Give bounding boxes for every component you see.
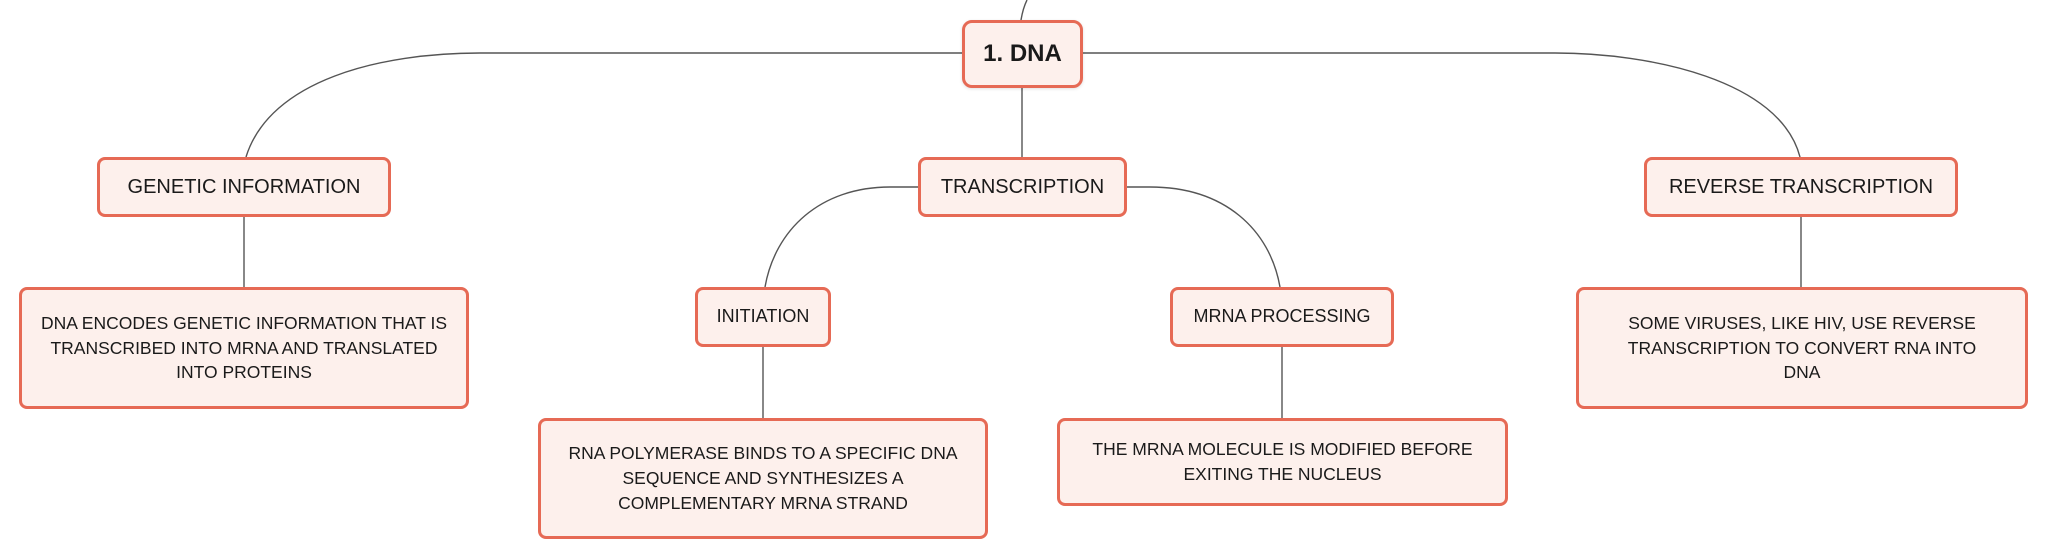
- node-initiation-detail-text: RNA POLYMERASE BINDS TO A SPECIFIC DNA S…: [568, 443, 958, 513]
- node-reverse-transcription-detail[interactable]: SOME VIRUSES, LIKE HIV, USE REVERSE TRAN…: [1576, 287, 2028, 409]
- node-genetic-information-detail-text: DNA ENCODES GENETIC INFORMATION THAT IS …: [40, 312, 448, 383]
- root-node-dna[interactable]: 1. DNA: [962, 20, 1083, 88]
- node-reverse-transcription-label: REVERSE TRANSCRIPTION: [1668, 175, 1934, 198]
- node-mrna-processing-detail[interactable]: THE MRNA MOLECULE IS MODIFIED BEFORE EXI…: [1057, 418, 1508, 506]
- node-reverse-transcription-detail-text: SOME VIRUSES, LIKE HIV, USE REVERSE TRAN…: [1627, 312, 1977, 383]
- connector-dna-reverse-transcription: [1082, 52, 1801, 158]
- connector-dna-genetic-information: [245, 52, 962, 158]
- node-transcription[interactable]: TRANSCRIPTION: [918, 157, 1127, 217]
- node-genetic-information[interactable]: GENETIC INFORMATION: [97, 157, 391, 217]
- node-mrna-processing[interactable]: MRNA PROCESSING: [1170, 287, 1394, 347]
- connector-transcription-initiation: [764, 186, 918, 288]
- node-mrna-processing-label: MRNA PROCESSING: [1193, 306, 1371, 327]
- node-reverse-transcription[interactable]: REVERSE TRANSCRIPTION: [1644, 157, 1958, 217]
- node-transcription-label: TRANSCRIPTION: [940, 175, 1105, 198]
- node-initiation-detail[interactable]: RNA POLYMERASE BINDS TO A SPECIFIC DNA S…: [538, 418, 988, 539]
- node-initiation-label: INITIATION: [716, 306, 810, 327]
- node-initiation[interactable]: INITIATION: [695, 287, 831, 347]
- node-genetic-information-label: GENETIC INFORMATION: [127, 175, 361, 198]
- node-genetic-information-detail[interactable]: DNA ENCODES GENETIC INFORMATION THAT IS …: [19, 287, 469, 409]
- node-mrna-processing-detail-text: THE MRNA MOLECULE IS MODIFIED BEFORE EXI…: [1092, 439, 1473, 484]
- connector-parent-incoming: [1020, 0, 1028, 21]
- root-node-label: 1. DNA: [983, 39, 1062, 67]
- connector-transcription-mrna-processing: [1126, 186, 1281, 288]
